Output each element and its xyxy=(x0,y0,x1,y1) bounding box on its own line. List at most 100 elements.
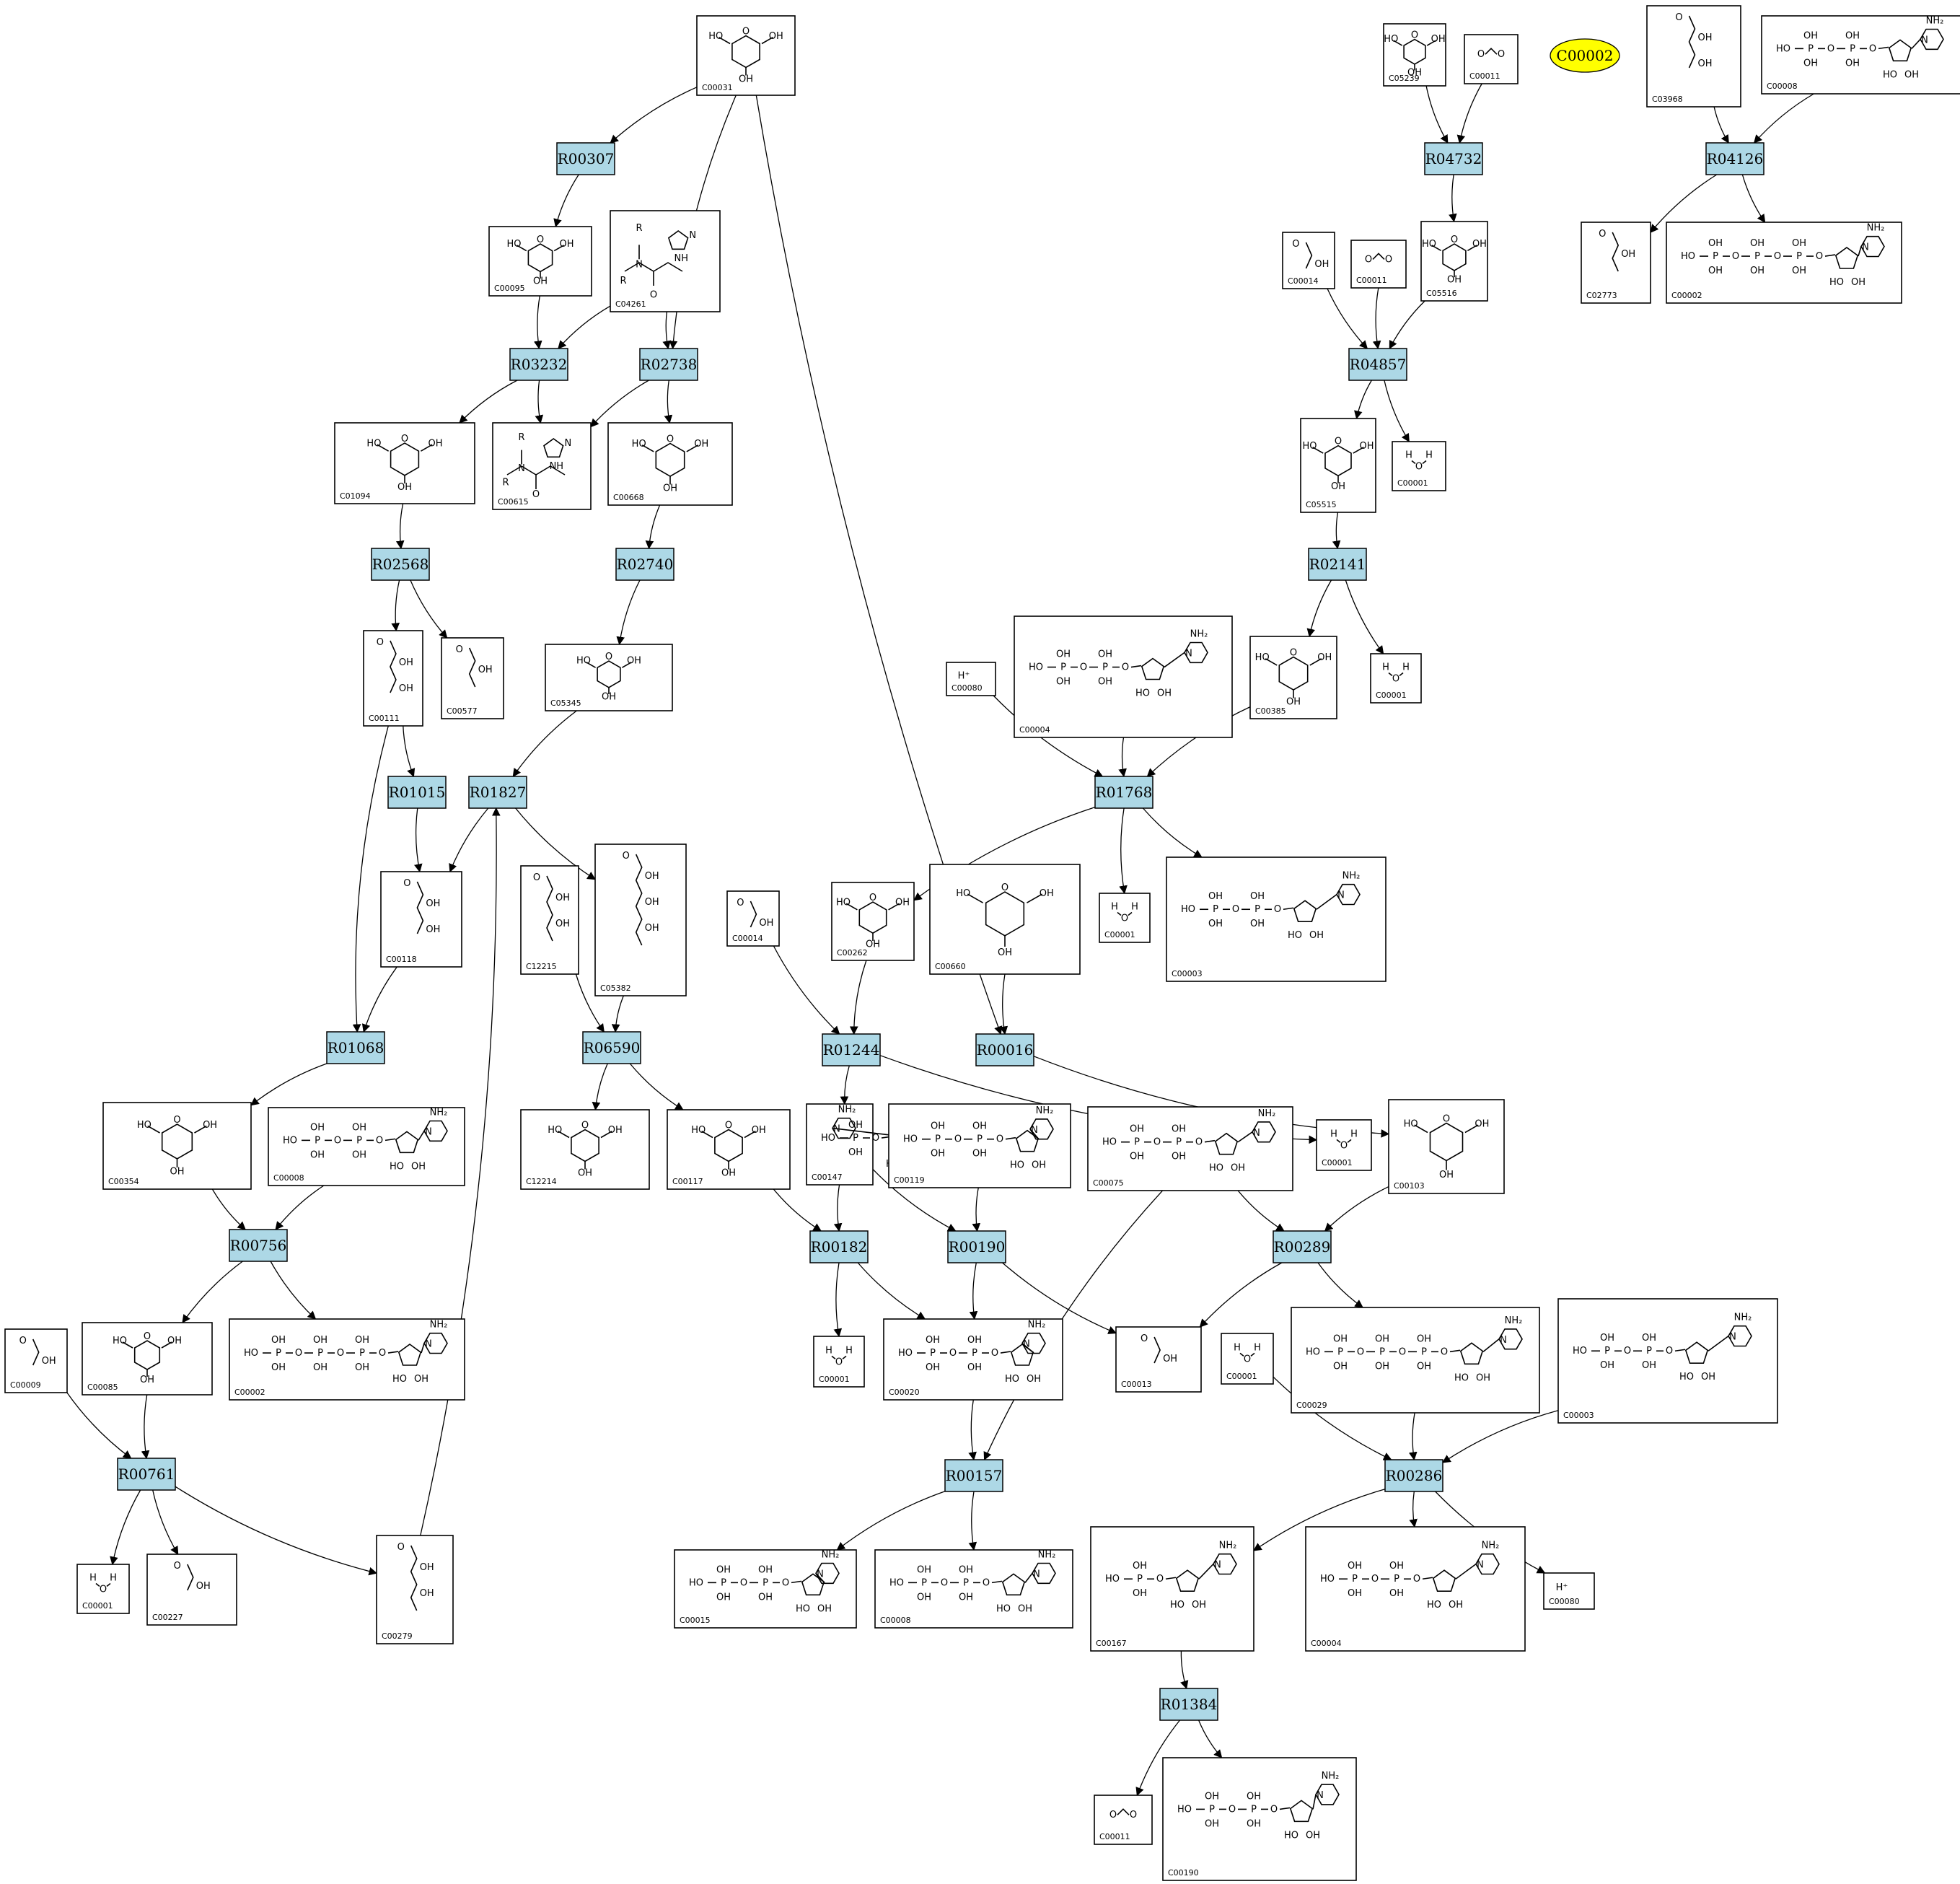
reaction-R02568[interactable]: R02568 xyxy=(371,548,430,581)
reaction-R02141[interactable]: R02141 xyxy=(1308,548,1367,581)
atom-label: N xyxy=(689,230,696,241)
highlighted-compound-marker[interactable]: C00002 xyxy=(1550,38,1620,73)
compound-C00080[interactable]: H⁺C00080 xyxy=(1543,1572,1595,1610)
reaction-R00286[interactable]: R00286 xyxy=(1384,1459,1443,1492)
reaction-R00307[interactable]: R00307 xyxy=(556,142,615,175)
reaction-R00182[interactable]: R00182 xyxy=(809,1230,869,1263)
atom-label: OH xyxy=(926,1335,940,1346)
linker-bond xyxy=(1674,1349,1686,1352)
reaction-R02740[interactable]: R02740 xyxy=(615,548,674,581)
atom-label: P xyxy=(1796,251,1802,262)
atom-label: OH xyxy=(203,1120,217,1131)
reaction-R04732[interactable]: R04732 xyxy=(1424,142,1483,175)
atom-label: O xyxy=(334,1135,341,1146)
reaction-R02738[interactable]: R02738 xyxy=(639,348,698,381)
edge-c05515-R02141 xyxy=(1332,512,1341,550)
linker-bond xyxy=(1279,1807,1291,1810)
reaction-R00190[interactable]: R00190 xyxy=(947,1230,1006,1263)
reaction-R00289[interactable]: R00289 xyxy=(1273,1230,1332,1263)
reaction-R06590[interactable]: R06590 xyxy=(582,1031,641,1064)
compound-C00080[interactable]: H⁺C00080 xyxy=(946,662,996,696)
reaction-R00016[interactable]: R00016 xyxy=(975,1033,1034,1066)
reaction-R00761[interactable]: R00761 xyxy=(117,1458,176,1491)
reaction-R01827[interactable]: R01827 xyxy=(468,776,527,809)
atom-label: O xyxy=(397,1542,405,1553)
atom-label: P xyxy=(1754,251,1760,262)
atom-label: HO xyxy=(836,897,851,908)
reaction-R01015[interactable]: R01015 xyxy=(387,776,447,809)
reaction-R00157[interactable]: R00157 xyxy=(944,1459,1003,1492)
reaction-R04126[interactable]: R04126 xyxy=(1705,142,1765,175)
reaction-R01244[interactable]: R01244 xyxy=(822,1033,881,1066)
atom-label: OH xyxy=(1192,1600,1206,1611)
atom-label: OH xyxy=(931,1149,945,1160)
reaction-R01068[interactable]: R01068 xyxy=(326,1031,385,1064)
reaction-R04857[interactable]: R04857 xyxy=(1348,348,1407,381)
compound-box xyxy=(545,644,673,711)
ring-bonds xyxy=(122,1341,172,1377)
reaction-R01384[interactable]: R01384 xyxy=(1159,1688,1218,1721)
reaction-R01768[interactable]: R01768 xyxy=(1094,776,1153,809)
reaction-R03232[interactable]: R03232 xyxy=(509,348,568,381)
reaction-R00756[interactable]: R00756 xyxy=(229,1229,288,1262)
atom-label: OH xyxy=(1904,69,1919,80)
